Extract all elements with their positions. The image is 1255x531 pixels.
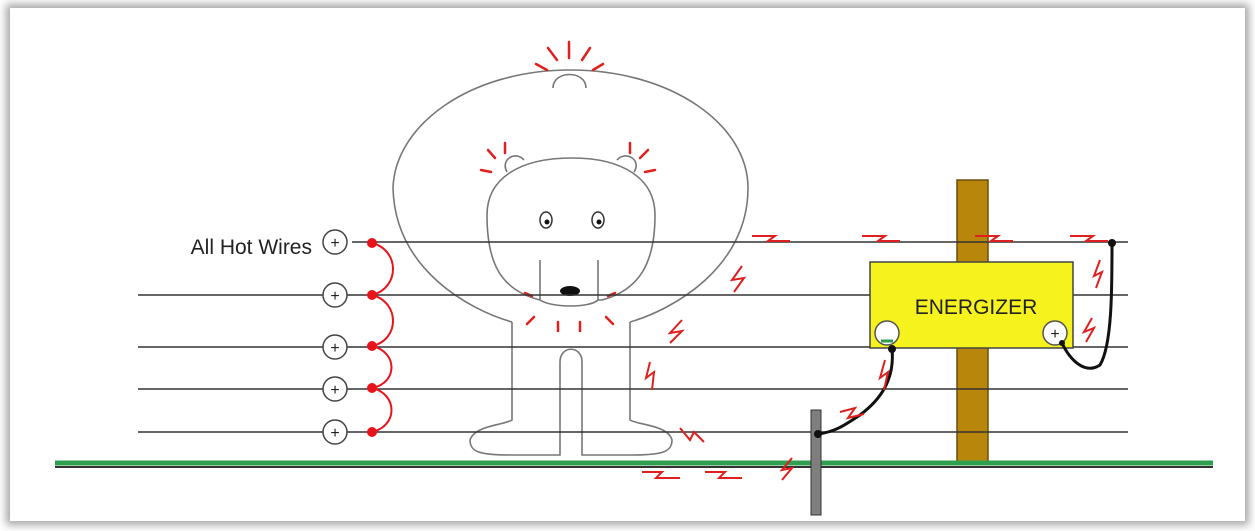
bear-ear-right xyxy=(616,155,637,173)
bear-features xyxy=(539,211,605,296)
jumpers xyxy=(371,242,394,433)
hot-lead xyxy=(1060,243,1114,370)
bear-left-leg xyxy=(469,322,561,456)
terminal-2: + xyxy=(322,282,348,308)
spark-top-3 xyxy=(975,235,1013,242)
spark-top-4 xyxy=(1070,235,1108,242)
bear-snout xyxy=(539,260,599,307)
terminal-3-symbol: + xyxy=(330,340,339,357)
ground-rod xyxy=(810,409,822,516)
energizer-box xyxy=(869,261,1074,349)
bear-ear-top xyxy=(552,73,587,89)
ground xyxy=(55,460,1213,468)
spark-top-1 xyxy=(752,235,790,242)
terminal-3: + xyxy=(322,334,348,360)
spark-side-1 xyxy=(729,265,747,293)
positive-terminal: + xyxy=(1042,320,1068,346)
jumper-dots xyxy=(367,238,377,437)
spark-right-1 xyxy=(1092,259,1104,289)
bear-crotch xyxy=(559,348,583,363)
bear-face xyxy=(486,157,656,301)
positive-terminal-label: + xyxy=(1050,326,1059,343)
spark-rod xyxy=(839,406,865,420)
spark-right-2 xyxy=(1081,317,1097,343)
spark-leg xyxy=(679,427,705,443)
sparks xyxy=(642,235,1108,481)
wire-terminals: + + + + + xyxy=(322,229,348,445)
negative-terminal xyxy=(874,320,900,346)
spark-side-2 xyxy=(667,319,685,344)
hot-wires-label: All Hot Wires xyxy=(191,236,312,259)
bear-head-outer xyxy=(392,69,749,323)
lead-wires xyxy=(814,239,1116,438)
spark-top-2 xyxy=(862,235,900,242)
terminal-4-symbol: + xyxy=(330,382,339,399)
terminal-4: + xyxy=(322,376,348,402)
spark-side-3 xyxy=(644,361,656,391)
bear-ear-left xyxy=(504,155,525,173)
spark-ground-3 xyxy=(779,457,795,481)
spark-lead-1 xyxy=(878,359,890,391)
terminal-5-symbol: + xyxy=(330,425,339,442)
terminal-1: + xyxy=(322,229,348,255)
bear-nose xyxy=(560,286,580,296)
terminal-2-symbol: + xyxy=(330,288,339,305)
ground-lead xyxy=(817,348,894,436)
terminal-5: + xyxy=(322,419,348,445)
energizer-label: ENERGIZER xyxy=(915,296,1038,319)
bear-right-leg xyxy=(581,322,673,456)
bear xyxy=(392,69,749,456)
spark-ground-1 xyxy=(642,471,680,479)
spark-ground-2 xyxy=(705,471,742,479)
terminal-1-symbol: + xyxy=(330,235,339,252)
